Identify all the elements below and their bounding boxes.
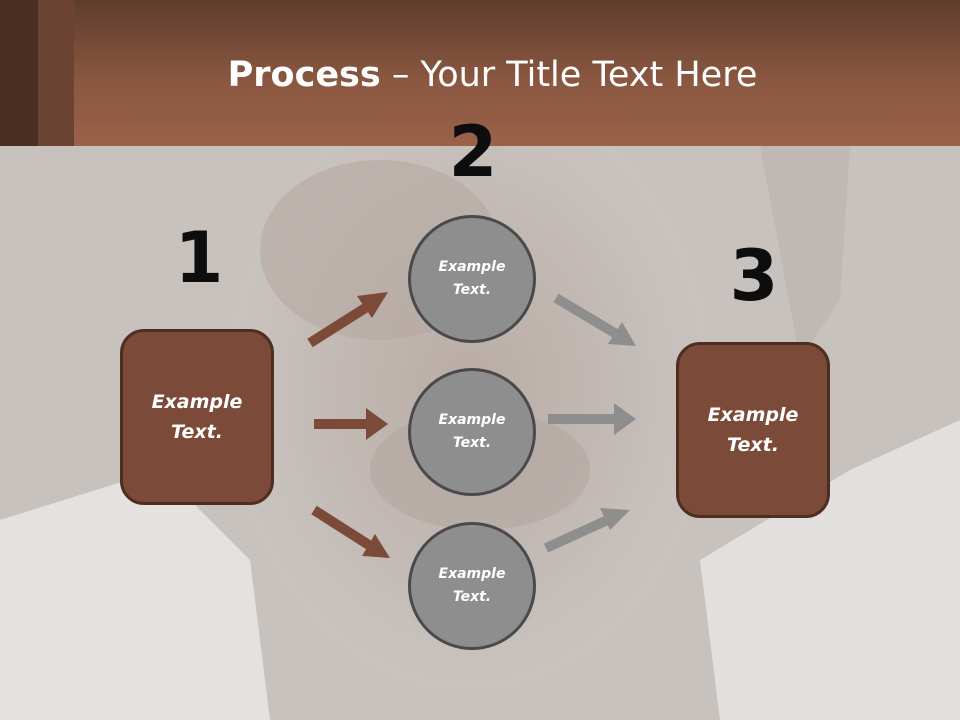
arrow-from-middle bbox=[548, 403, 636, 435]
title-bold: Process bbox=[227, 55, 381, 95]
node-middle-label: Example Text. bbox=[438, 412, 506, 451]
arrow-from-bottom bbox=[543, 508, 630, 553]
node-top-circle: Example Text. bbox=[408, 215, 536, 343]
step-3-box: Example Text. bbox=[676, 342, 830, 518]
node-bottom-circle: Example Text. bbox=[408, 522, 536, 650]
step-3-label: Example Text. bbox=[707, 404, 799, 456]
arrow-to-top bbox=[307, 292, 388, 348]
header-stripe-dark bbox=[0, 0, 38, 146]
node-bottom-label: Example Text. bbox=[438, 566, 506, 605]
arrow-from-top bbox=[553, 293, 636, 346]
title-band bbox=[0, 0, 960, 146]
slide-title: Process – Your Title Text Here bbox=[0, 52, 960, 98]
step-1-label: Example Text. bbox=[151, 391, 243, 443]
step-number-3: 3 bbox=[729, 235, 779, 317]
node-top-label: Example Text. bbox=[438, 259, 506, 298]
arrow-to-middle bbox=[314, 408, 388, 440]
step-1-box: Example Text. bbox=[120, 329, 274, 505]
title-rest: – Your Title Text Here bbox=[380, 55, 758, 95]
step-number-2: 2 bbox=[448, 111, 498, 193]
node-middle-circle: Example Text. bbox=[408, 368, 536, 496]
arrow-to-bottom bbox=[311, 505, 390, 558]
step-number-1: 1 bbox=[174, 217, 224, 299]
header-stripe-medium bbox=[38, 0, 74, 146]
